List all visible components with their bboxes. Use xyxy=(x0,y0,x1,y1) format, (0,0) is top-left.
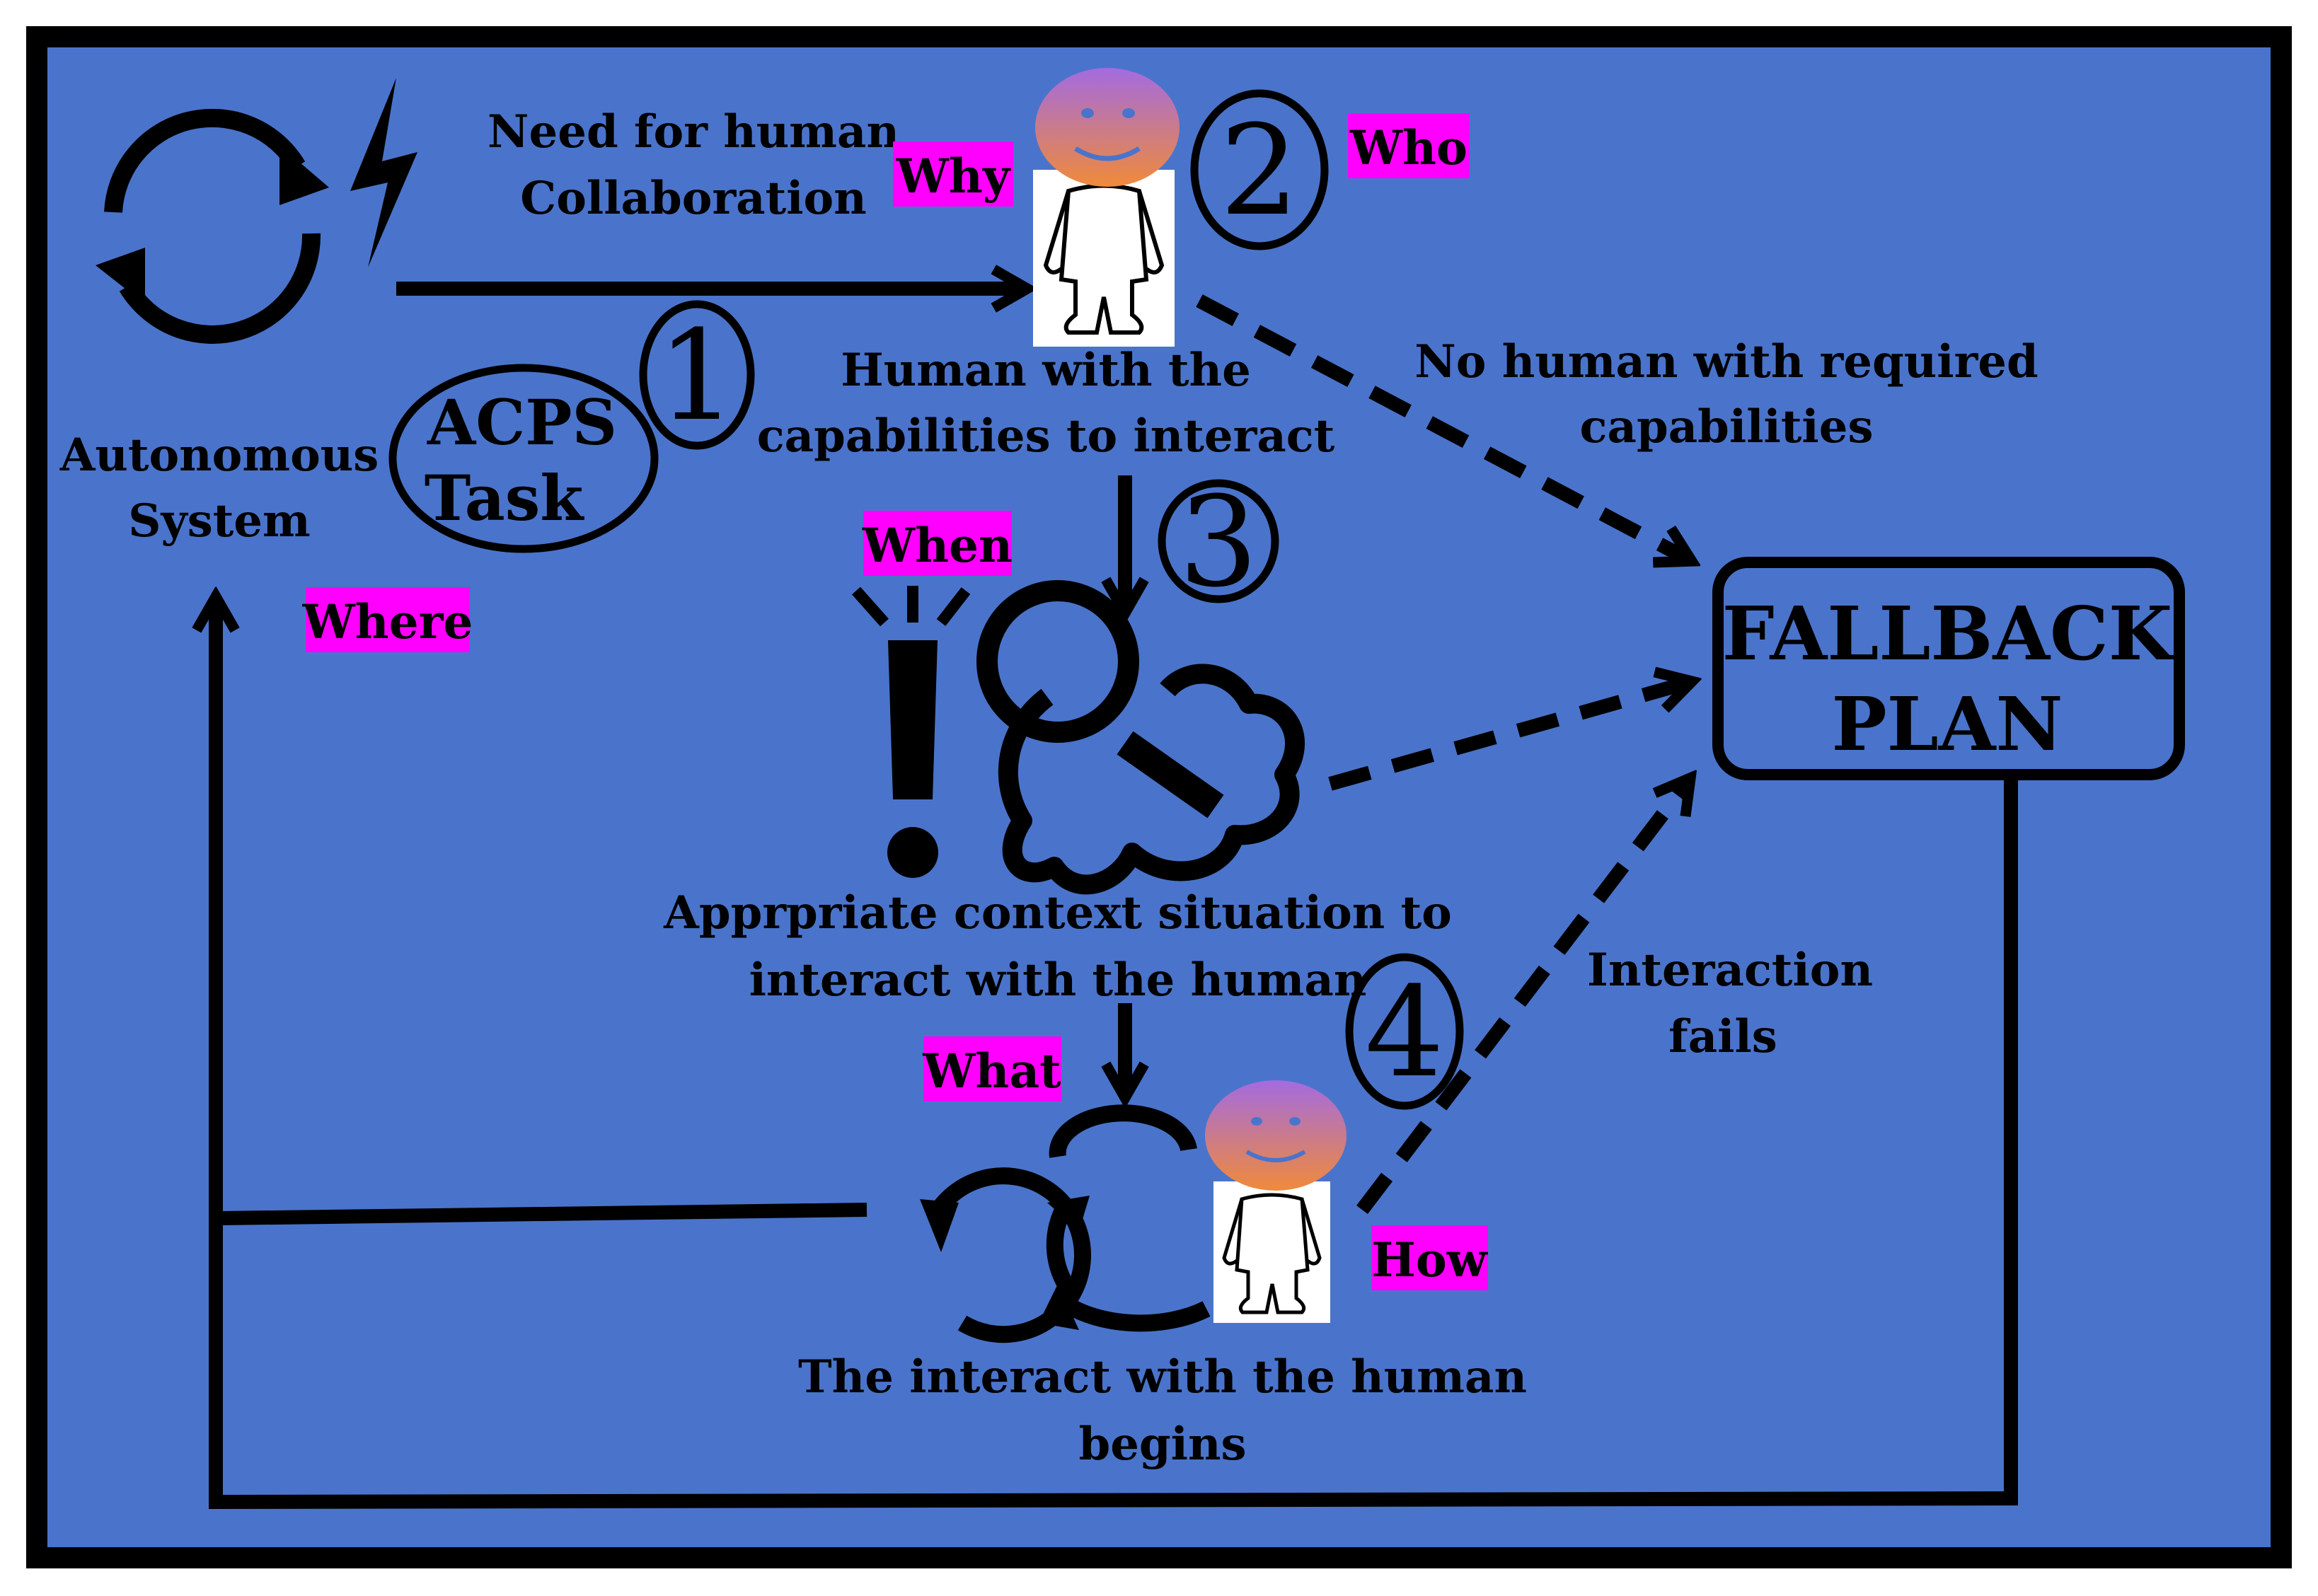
fallback-label-line2: PLAN xyxy=(1831,681,2063,768)
step-2-circle xyxy=(1190,89,1329,250)
interaction-cycle-icon xyxy=(920,1104,1211,1343)
how-tag-bg xyxy=(1371,1225,1488,1290)
step-1-number: 1 xyxy=(657,303,737,449)
context-label-line1: Apprpriate context situation to xyxy=(663,886,1452,939)
human-cap-label-line1: Human with the xyxy=(841,344,1251,397)
step-1-circle xyxy=(639,300,755,450)
human-cap-label-line2: capabilities to interact xyxy=(757,410,1335,463)
step-3-number: 3 xyxy=(1179,470,1258,615)
step-4-number: 4 xyxy=(1365,960,1444,1105)
context-label-line2: interact with the human xyxy=(749,954,1367,1007)
arrow-fails-fallback xyxy=(1356,782,1688,1215)
smiley-face-icon xyxy=(1205,1080,1347,1191)
magnifier-cloud-icon xyxy=(976,580,1305,895)
lightning-icon xyxy=(350,78,417,267)
fallback-plan-box xyxy=(1712,557,2185,780)
no-human-label-line1: No human with required xyxy=(1414,335,2039,388)
why-tag-bg xyxy=(893,141,1013,207)
fallback-label-line1: FALLBACK xyxy=(1722,590,2175,677)
where-tag-bg xyxy=(306,587,470,652)
person-figure-icon xyxy=(1213,1181,1330,1323)
autonomous-label-line1: Autonomous xyxy=(59,429,379,482)
acps-task-oval xyxy=(388,364,659,553)
person-top xyxy=(1033,68,1180,347)
step-3-circle xyxy=(1158,479,1279,603)
fails-label-line2: fails xyxy=(1668,1010,1777,1063)
person-figure-icon xyxy=(1033,170,1175,347)
need-label-line2: Collaboration xyxy=(520,172,866,225)
how-tag: How xyxy=(1371,1232,1488,1288)
who-tag: Who xyxy=(1349,120,1468,175)
where-tag: Where xyxy=(302,594,473,649)
who-tag-bg xyxy=(1348,113,1470,178)
return-line-interaction xyxy=(219,1203,867,1225)
return-line-fallback xyxy=(216,601,2018,1510)
refresh-cycle-icon xyxy=(96,108,329,344)
exclamation-icon xyxy=(852,586,971,878)
smiley-face-icon xyxy=(1035,68,1180,187)
acps-label-line2: Task xyxy=(425,461,585,535)
no-human-label-line2: capabilities xyxy=(1580,400,1874,453)
begins-label-line1: The interact with the human xyxy=(798,1351,1527,1404)
when-tag-bg xyxy=(863,511,1012,576)
need-label-line1: Need for human xyxy=(488,105,899,158)
acps-label-line1: ACPS xyxy=(427,386,617,459)
arrow-no-human-fallback xyxy=(1196,294,1688,559)
step-2-number: 2 xyxy=(1220,98,1299,243)
what-tag: What xyxy=(922,1043,1061,1099)
person-bottom xyxy=(1205,1080,1347,1323)
step-4-circle xyxy=(1345,953,1464,1110)
what-tag-bg xyxy=(923,1036,1061,1101)
why-tag: Why xyxy=(896,149,1011,204)
autonomous-label-line2: System xyxy=(128,495,310,548)
fails-label-line1: Interaction xyxy=(1587,944,1873,997)
when-tag: When xyxy=(862,518,1013,573)
begins-label-line2: begins xyxy=(1078,1418,1246,1471)
